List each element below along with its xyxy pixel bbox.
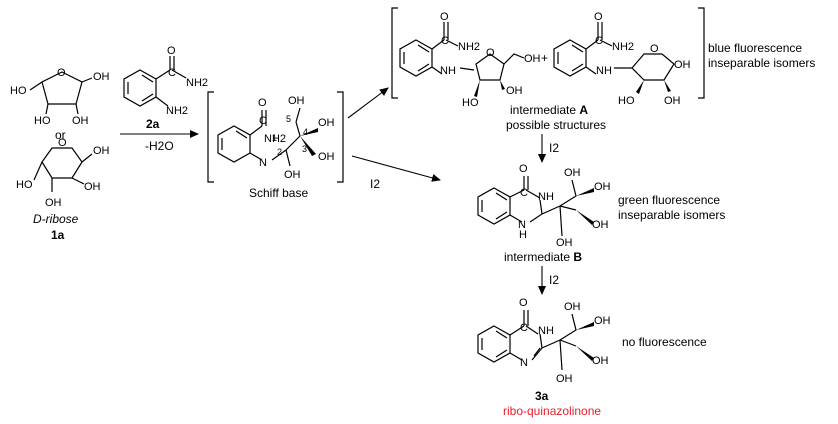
oh-bottom: OH — [45, 197, 62, 209]
amide-nh2: NH2 — [458, 41, 480, 53]
plus-sign: + — [541, 51, 548, 65]
oh-3: OH — [592, 355, 609, 367]
schiff-base-structure: O C NH2 N OH OH OH OH 5 1 4 2 3 — [217, 95, 335, 181]
ho-left: HO — [10, 85, 27, 97]
intermediate-a-sublabel: possible structures — [506, 118, 606, 132]
compound-number-1a: 1a — [51, 228, 65, 242]
amine-nh: NH — [440, 65, 456, 77]
amide-nh2: NH2 — [612, 41, 634, 53]
fluorescence-blue: blue fluorescence — [708, 41, 802, 55]
anthranilamide-structure: O C NH2 NH2 — [123, 45, 208, 117]
carbonyl-c: C — [595, 35, 603, 47]
carbon-number-1: 1 — [272, 133, 277, 143]
intermediate-b-label: intermediate B — [504, 250, 582, 264]
oh-2: OH — [318, 117, 335, 129]
carbonyl-o: O — [519, 163, 528, 175]
oh-1: OH — [288, 95, 305, 107]
isomers-note-b: inseparable isomers — [618, 208, 725, 222]
condition-minus-water: -H2O — [145, 139, 174, 153]
ring-o: O — [486, 47, 495, 59]
oh-2: OH — [594, 181, 611, 193]
oh-3: OH — [592, 219, 609, 231]
carbon-number-5: 5 — [286, 114, 291, 124]
oh-4: OH — [556, 237, 573, 249]
carbonyl-c: C — [259, 115, 267, 127]
intermediate-a-label: intermediate A — [510, 103, 588, 117]
oh-anomeric: OH — [93, 145, 110, 157]
i2-label-2: I2 — [549, 141, 559, 155]
ribose-pyranose-structure: O OH HO OH OH — [16, 137, 110, 209]
carbonyl-o: O — [440, 11, 449, 23]
oh-bottom: OH — [72, 115, 89, 127]
oh-4: OH — [556, 373, 573, 385]
carbon-number-3: 3 — [302, 144, 307, 154]
compound-number-3a: 3a — [535, 389, 549, 403]
carbonyl-o: O — [594, 11, 603, 23]
isomers-note-a: inseparable isomers — [708, 56, 815, 70]
imine-n: N — [259, 157, 267, 169]
fluorescence-none: no fluorescence — [622, 335, 707, 349]
oh-1: OH — [564, 167, 581, 179]
oh-1: OH — [564, 301, 581, 313]
amide-c: C — [168, 67, 176, 79]
or-text: or — [55, 128, 66, 142]
oh-4: OH — [284, 169, 301, 181]
oh-3: OH — [318, 151, 335, 163]
bracket-right — [698, 7, 705, 99]
ring-o: O — [57, 67, 66, 79]
carbon-number-2: 2 — [277, 147, 282, 157]
ring-n: N — [518, 219, 526, 231]
amide-nh2: NH2 — [186, 77, 208, 89]
ring-o: O — [58, 137, 67, 149]
bracket-right — [337, 91, 344, 183]
i2-label-3: I2 — [549, 273, 559, 287]
oh-2: OH — [594, 315, 611, 327]
i2-label-1: I2 — [370, 177, 380, 191]
ho-left: HO — [16, 179, 33, 191]
ribose-furanose-structure: O HO OH HO OH — [10, 67, 110, 127]
carbonyl-o: O — [167, 45, 176, 57]
ho-bottom: HO — [34, 115, 51, 127]
oh-right: OH — [674, 59, 691, 71]
oh-anomeric: OH — [93, 71, 110, 83]
carbonyl-o: O — [519, 297, 528, 309]
ring-n-h: H — [519, 229, 527, 241]
amine-nh2: NH2 — [166, 105, 188, 117]
schiff-base-label: Schiff base — [249, 186, 308, 200]
carbonyl-c: C — [520, 187, 528, 199]
intermediate-a-structure-2: O C NH2 NH O OH HO OH — [553, 11, 691, 107]
oh: OH — [664, 95, 681, 107]
fluorescence-green: green fluorescence — [618, 193, 720, 207]
ho: HO — [618, 95, 635, 107]
carbon-number-4: 4 — [303, 127, 308, 137]
carbonyl-c: C — [520, 322, 528, 334]
arrow-to-intermediate-a — [347, 87, 389, 119]
carbonyl-c: C — [441, 35, 449, 47]
ring-o: O — [650, 43, 659, 55]
product-3a-structure: O C NH N OH OH OH OH — [477, 297, 611, 385]
ring-nh: NH — [538, 325, 554, 337]
amine-nh: NH — [596, 65, 612, 77]
bracket-left — [391, 7, 398, 99]
intermediate-b-structure: O C NH N H OH OH OH OH — [477, 163, 611, 249]
oh-right: OH — [84, 181, 101, 193]
oh-ch2: OH — [524, 53, 541, 65]
compound-number-2a: 2a — [146, 117, 160, 131]
ribo-quinazolinone-name: ribo-quinazolinone — [503, 404, 601, 418]
intermediate-a-structure-1: O C NH2 NH O OH HO OH — [399, 11, 541, 109]
ribose-name: D-ribose — [33, 212, 79, 226]
nh2: NH2 — [264, 133, 286, 145]
ring-n: N — [520, 357, 528, 369]
ring-nh: NH — [538, 191, 554, 203]
oh: OH — [506, 85, 523, 97]
arrow-to-intermediate-b — [351, 155, 441, 182]
carbonyl-o: O — [258, 97, 267, 109]
bracket-left — [207, 91, 214, 183]
ho: HO — [462, 97, 479, 109]
